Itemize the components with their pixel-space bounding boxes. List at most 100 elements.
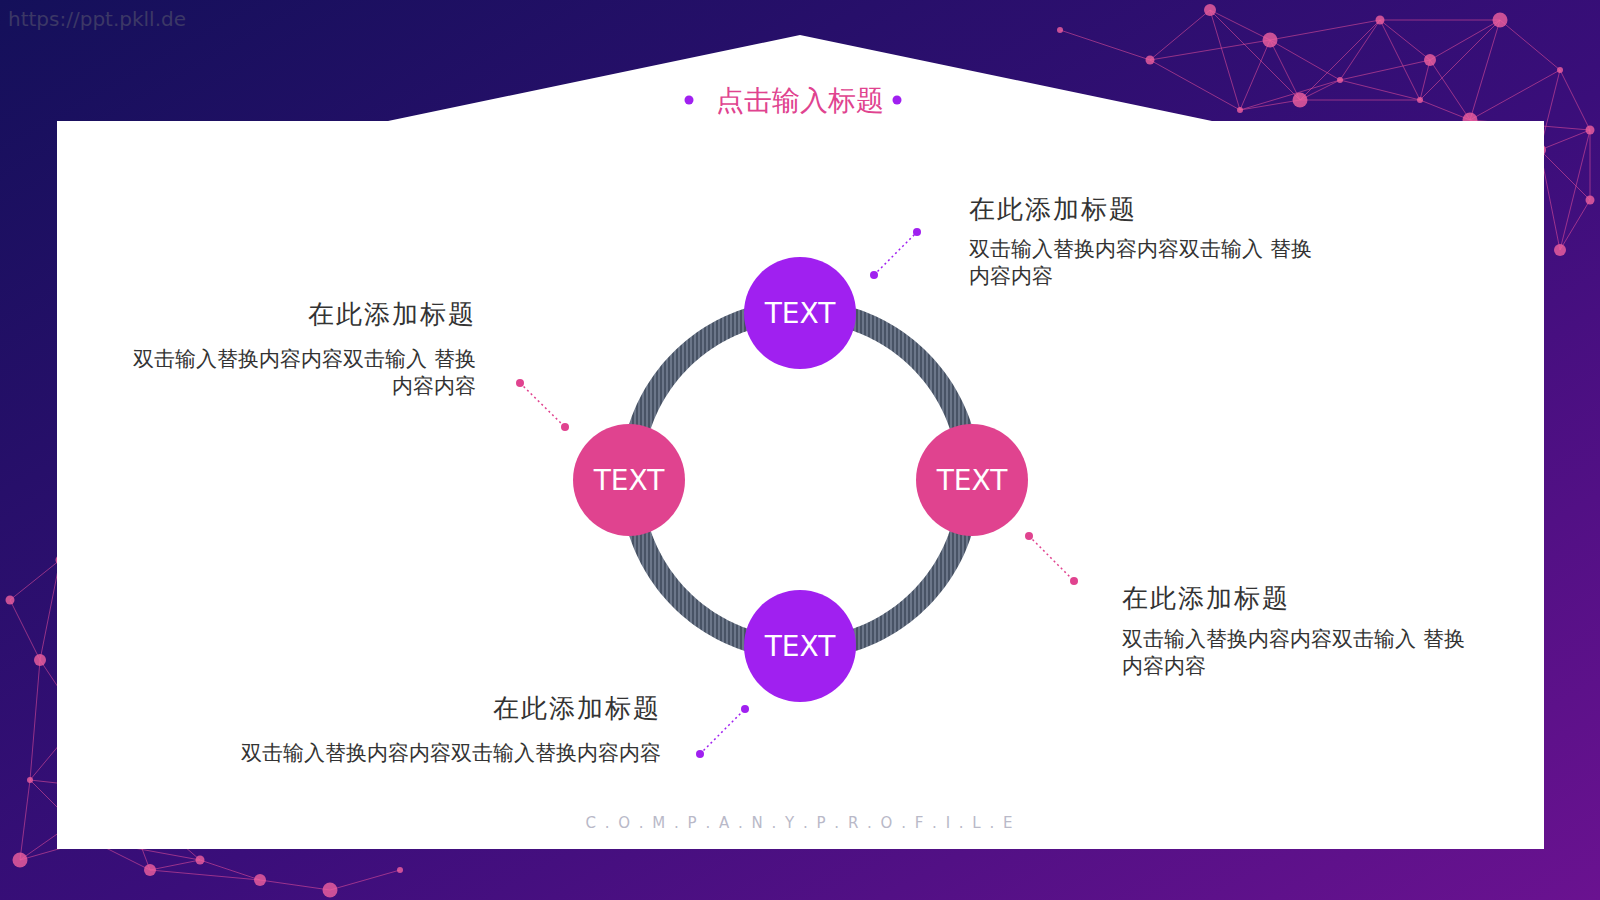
network-dot bbox=[1204, 4, 1216, 16]
leader-dot bbox=[741, 705, 749, 713]
circle-node: TEXT bbox=[916, 424, 1028, 536]
network-dot bbox=[1424, 54, 1436, 66]
company-profile-text: C . O . M . P . A . N . Y . P . R . O . … bbox=[150, 814, 1450, 834]
network-decoration bbox=[6, 4, 1595, 898]
network-dot bbox=[1493, 13, 1508, 28]
circle-node: TEXT bbox=[744, 257, 856, 369]
network-dot bbox=[1057, 27, 1063, 33]
network-dot bbox=[196, 856, 205, 865]
network-dot bbox=[1586, 196, 1595, 205]
leader-dot bbox=[561, 423, 569, 431]
network-line bbox=[1340, 60, 1430, 80]
network-line bbox=[20, 780, 30, 860]
network-line bbox=[1340, 20, 1380, 80]
ring-segment bbox=[638, 318, 753, 433]
circle-fill bbox=[573, 424, 685, 536]
network-line bbox=[1420, 20, 1500, 100]
network-line bbox=[1210, 10, 1240, 110]
network-line bbox=[330, 870, 400, 890]
item-heading: 在此添加标题 bbox=[1122, 582, 1422, 616]
network-dot bbox=[144, 864, 156, 876]
network-line bbox=[1240, 80, 1340, 110]
item-heading: 在此添加标题 bbox=[969, 193, 1269, 227]
network-dot bbox=[1263, 33, 1278, 48]
network-dot bbox=[1417, 97, 1423, 103]
network-line bbox=[200, 860, 260, 880]
title-dot bbox=[893, 96, 902, 105]
network-line bbox=[1300, 20, 1380, 100]
network-line bbox=[1060, 30, 1150, 60]
circle-fill bbox=[744, 257, 856, 369]
ring-segment bbox=[638, 527, 753, 642]
network-line bbox=[1150, 40, 1270, 60]
network-dot bbox=[1586, 126, 1595, 135]
network-dot bbox=[13, 853, 28, 868]
circle-fill bbox=[744, 590, 856, 702]
item-heading: 在此添加标题 bbox=[126, 298, 476, 332]
network-line bbox=[1560, 130, 1590, 250]
leader-lines bbox=[516, 228, 1078, 758]
node-label: TEXT bbox=[765, 297, 836, 330]
network-line bbox=[10, 600, 40, 660]
leader-dot bbox=[870, 271, 878, 279]
leader-line bbox=[1029, 536, 1074, 581]
network-dot bbox=[27, 777, 33, 783]
ring-segment bbox=[847, 317, 962, 432]
network-dot bbox=[1237, 107, 1243, 113]
circle-node: TEXT bbox=[744, 590, 856, 702]
node-label: TEXT bbox=[594, 464, 665, 497]
leader-line bbox=[874, 232, 917, 275]
network-line bbox=[1500, 20, 1560, 70]
leader-dot bbox=[913, 228, 921, 236]
network-dot bbox=[397, 867, 403, 873]
network-line bbox=[1470, 70, 1560, 120]
network-line bbox=[1380, 20, 1430, 60]
network-dot bbox=[1557, 67, 1563, 73]
network-line bbox=[1380, 20, 1500, 21]
network-dot bbox=[254, 874, 266, 886]
network-line bbox=[1540, 150, 1590, 200]
network-line bbox=[30, 660, 40, 780]
watermark: https://ppt.pkll.de bbox=[8, 6, 308, 32]
network-line bbox=[1210, 10, 1270, 40]
network-dot bbox=[1376, 16, 1385, 25]
network-line bbox=[10, 560, 60, 600]
network-line bbox=[1300, 100, 1420, 101]
network-line bbox=[1340, 80, 1420, 100]
network-dot bbox=[6, 596, 15, 605]
network-line bbox=[1150, 60, 1240, 110]
network-line bbox=[1270, 40, 1300, 100]
network-line bbox=[1560, 200, 1590, 250]
white-panel bbox=[57, 35, 1544, 849]
network-line bbox=[1540, 130, 1590, 150]
item-body: 双击输入替换内容内容双击输入 替换内容内容 bbox=[126, 346, 476, 401]
network-dot bbox=[1337, 77, 1343, 83]
leader-dot bbox=[1070, 577, 1078, 585]
item-body: 双击输入替换内容内容双击输入 替换内容内容 bbox=[1122, 626, 1467, 681]
slide-title: 点击输入标题 bbox=[600, 82, 1000, 120]
title-dot bbox=[685, 96, 694, 105]
leader-dot bbox=[696, 750, 704, 758]
circle-fill bbox=[916, 424, 1028, 536]
network-line bbox=[1240, 100, 1300, 110]
node-label: TEXT bbox=[937, 464, 1008, 497]
network-line bbox=[1240, 40, 1270, 110]
network-line bbox=[260, 880, 330, 890]
item-heading: 在此添加标题 bbox=[311, 692, 661, 726]
network-line bbox=[1380, 20, 1420, 100]
network-dot bbox=[1554, 244, 1566, 256]
node-label: TEXT bbox=[765, 630, 836, 663]
leader-dot bbox=[516, 379, 524, 387]
network-line bbox=[1430, 60, 1470, 120]
leader-dot bbox=[1025, 532, 1033, 540]
network-line bbox=[1590, 130, 1591, 200]
leader-line bbox=[520, 383, 565, 427]
network-line bbox=[150, 860, 200, 870]
ring-segment bbox=[847, 527, 962, 642]
leader-line bbox=[700, 709, 745, 754]
network-line bbox=[1150, 10, 1210, 60]
network-dot bbox=[34, 654, 46, 666]
network-line bbox=[1420, 100, 1470, 120]
